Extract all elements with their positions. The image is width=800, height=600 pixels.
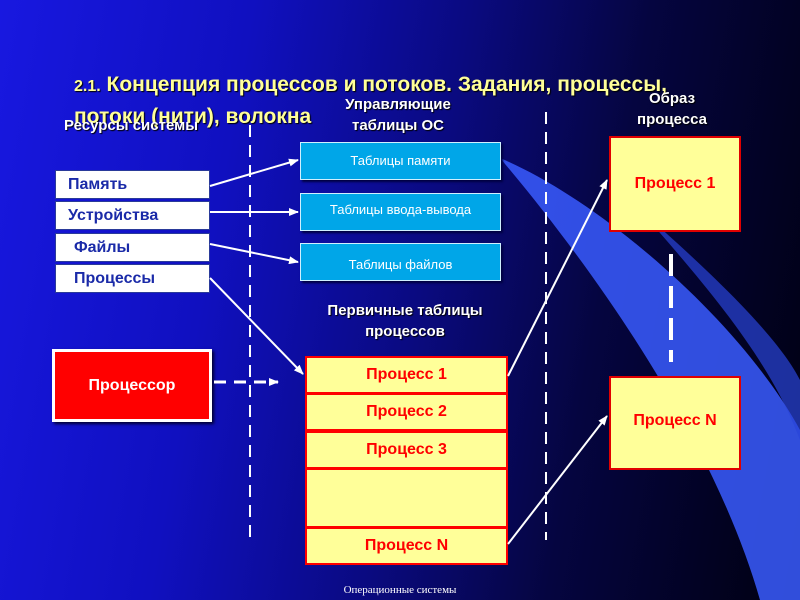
slide-title: 2.1. Концепция процессов и потоков. Зада… [74,70,714,132]
title-text: Концепция процессов и потоков. Задания, … [74,73,667,128]
process-table-row-n: Процесс N [305,527,508,565]
arrow-processes-to-process-table [209,277,304,375]
title-number: 2.1. [74,78,101,95]
memory-tables: Таблицы памяти [300,142,501,180]
process-image-header: Образ процесса [637,90,707,128]
control-tables-header: Управляющие таблицы ОС [345,96,451,134]
resource-processes: Процессы [55,264,210,293]
resource-files: Файлы [55,233,210,262]
primary-tables-header: Первичные таблицы процессов [327,302,483,340]
io-tables: Таблицы ввода-вывода [300,193,501,231]
resources-header: Ресурсы системы [63,117,199,134]
footer-caption: Операционные системы [343,584,457,596]
process-image-1: Процесс 1 [609,136,741,232]
arrow-memory-to-memory-tables [209,158,299,187]
arrow-process1-to-image1 [507,179,608,377]
process-table-row-2: Процесс 2 [305,393,508,431]
resource-memory: Память [55,170,210,199]
processor-box: Процессор [52,349,212,422]
arrow-processn-to-imagen [507,415,608,545]
process-image-n: Процесс N [609,376,741,470]
file-tables: Таблицы файлов [300,243,501,281]
resource-devices: Устройства [55,201,210,230]
arrow-files-to-file-tables [209,243,299,265]
